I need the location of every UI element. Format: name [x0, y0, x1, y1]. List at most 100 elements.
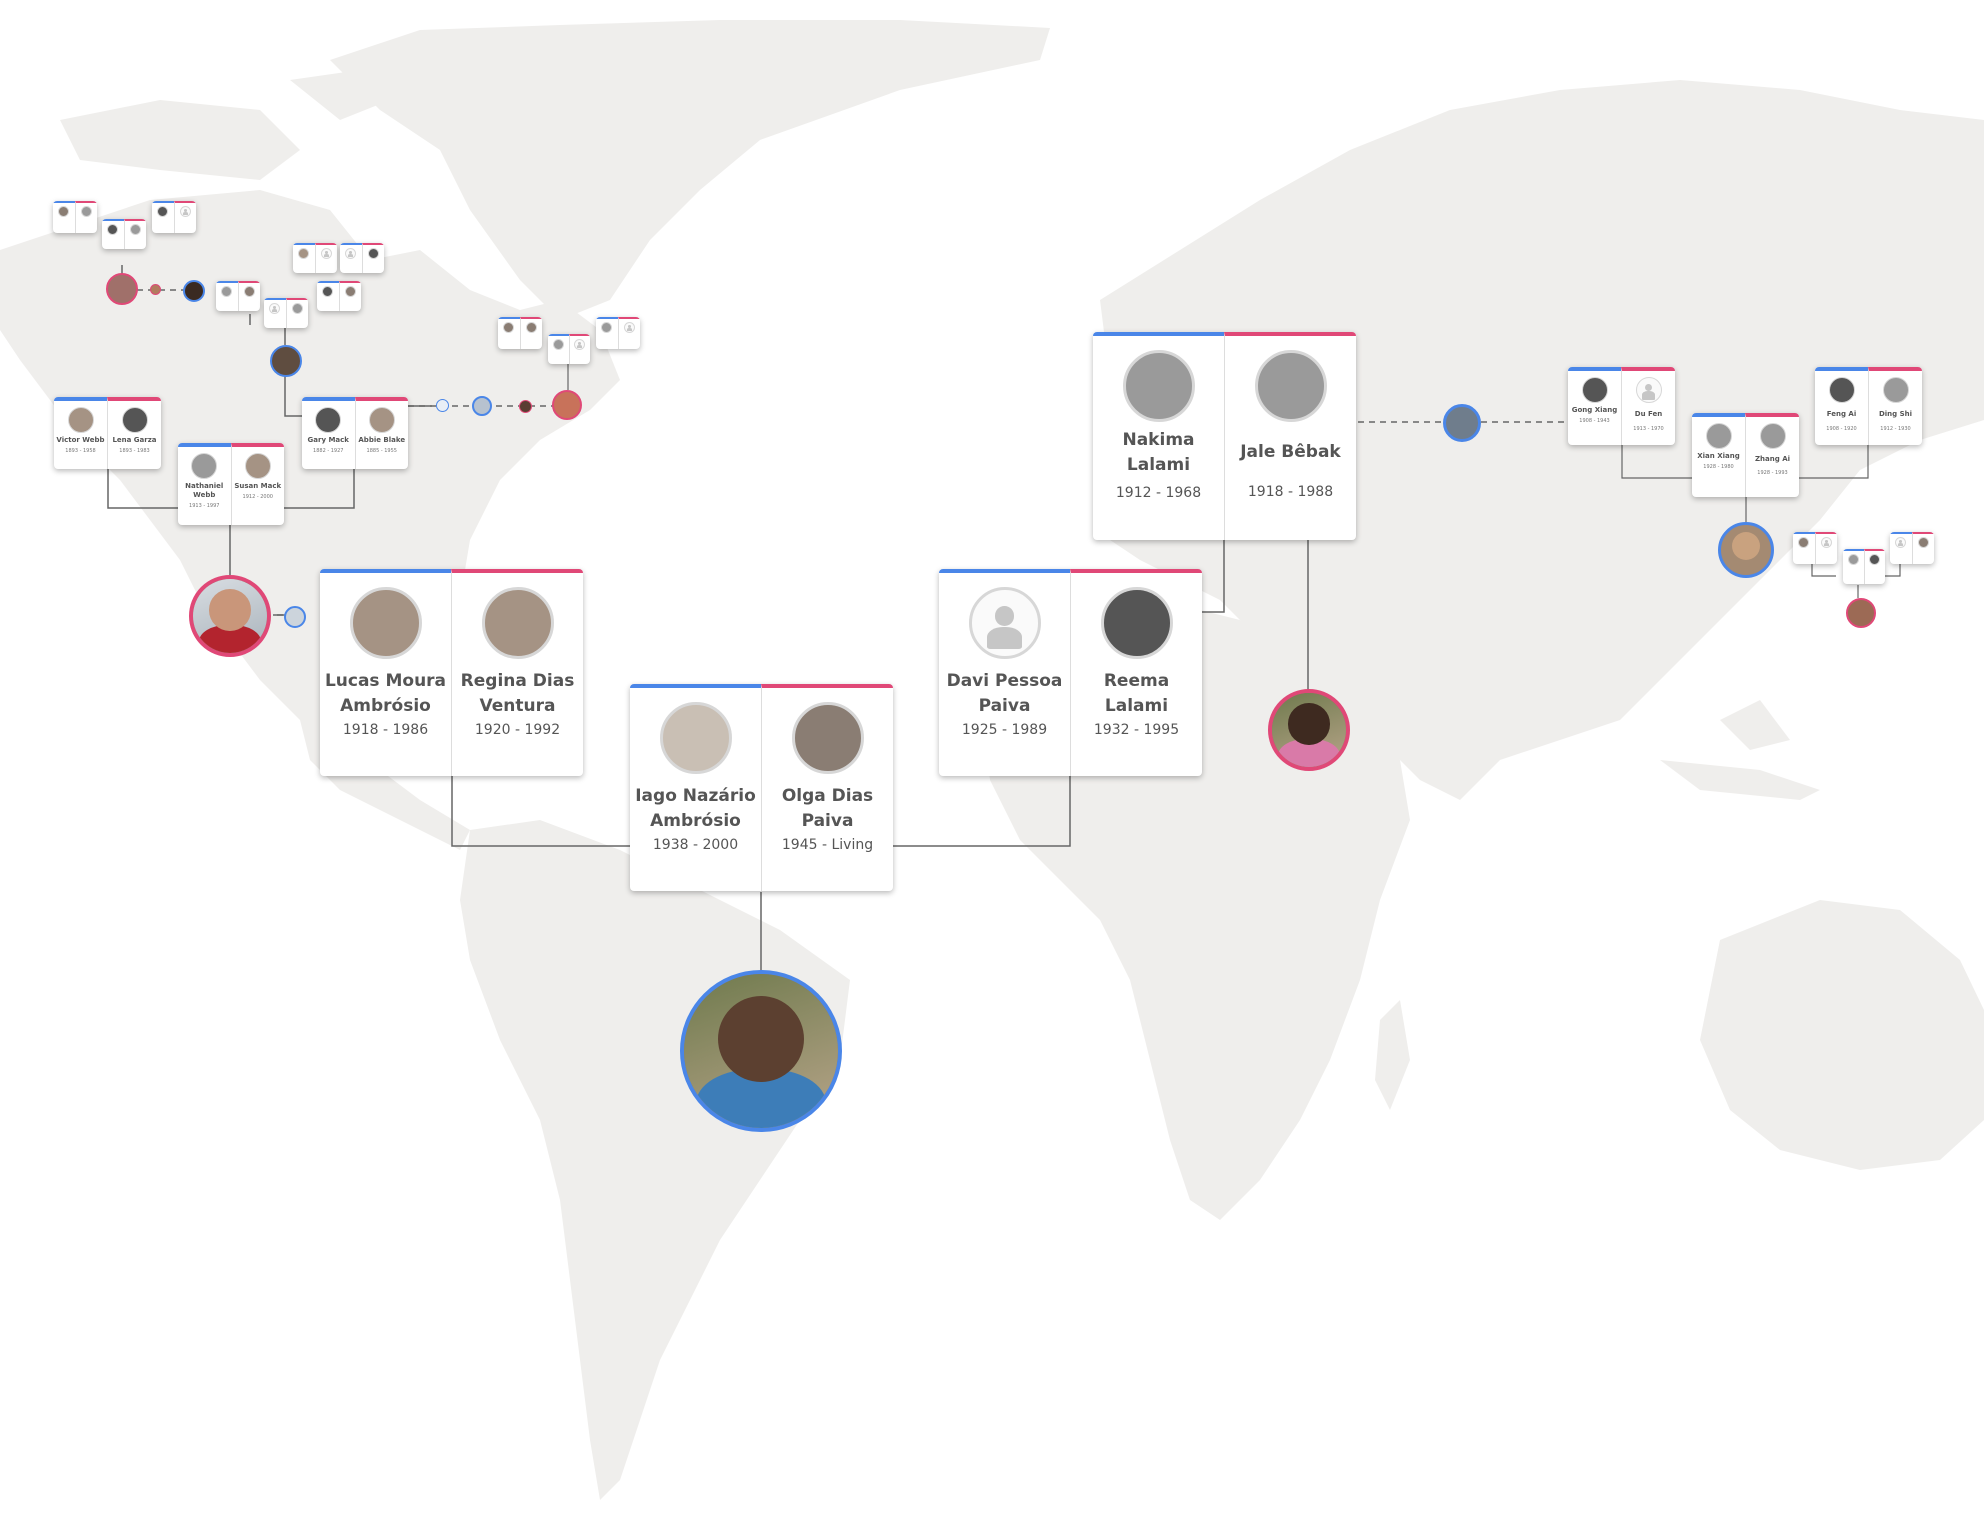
victor-webb-name: Victor Webb [56, 436, 105, 444]
tiny-person-card[interactable] [617, 317, 640, 349]
person-card-paternal-grandmother[interactable]: Regina Dias Ventura 1920 - 1992 [451, 569, 583, 776]
small-relative-avatar[interactable] [270, 345, 302, 377]
person-card-maternal-grandfather[interactable]: Davi Pessoa Paiva 1925 - 1989 [939, 569, 1070, 776]
person-card-mother[interactable]: Olga Dias Paiva 1945 - Living [761, 684, 893, 891]
webb-parents-card[interactable]: Victor Webb 1893 - 1958 Lena Garza 1893 … [54, 397, 161, 469]
small-relative-avatar[interactable] [1443, 404, 1481, 442]
tiny-person-card[interactable] [285, 298, 308, 328]
small-relative-avatar[interactable] [106, 273, 138, 305]
tiny-person-card[interactable] [314, 243, 337, 273]
xiang-parents-card[interactable]: Gong Xiang 1908 - 1943 Du Fen 1913 - 197… [1568, 367, 1675, 445]
tiny-couple-card[interactable] [317, 281, 361, 311]
paternal-grandfather-name: Lucas Moura Ambrósio [324, 671, 447, 716]
tiny-person-card[interactable] [1843, 549, 1864, 584]
relative-avatar-africa[interactable] [1268, 689, 1350, 771]
small-relative-avatar[interactable] [284, 606, 306, 628]
tiny-person-card[interactable] [152, 201, 174, 233]
tiny-couple-card[interactable] [596, 317, 640, 349]
person-card-xian-xiang[interactable]: Xian Xiang 1928 - 1980 [1692, 413, 1745, 497]
tiny-relative-avatar[interactable] [519, 400, 532, 413]
tiny-person-card[interactable] [264, 298, 286, 328]
small-relative-avatar[interactable] [1846, 598, 1876, 628]
person-card-lena-garza[interactable]: Lena Garza 1893 - 1983 [107, 397, 161, 469]
person-card-paternal-grandfather[interactable]: Lucas Moura Ambrósio 1918 - 1986 [320, 569, 451, 776]
person-card-ding-shi[interactable]: Ding Shi 1912 - 1930 [1868, 367, 1922, 445]
tiny-person-card[interactable] [102, 219, 124, 249]
person-card-gary-mack[interactable]: Gary Mack 1882 - 1927 [302, 397, 355, 469]
person-card-nathaniel-webb[interactable]: Nathaniel Webb 1913 - 1997 [178, 443, 231, 525]
tiny-person-card[interactable] [596, 317, 618, 349]
mother-dates: 1945 - Living [781, 837, 874, 853]
tiny-person-card[interactable] [498, 317, 520, 349]
person-card-father[interactable]: Iago Nazário Ambrósio 1938 - 2000 [630, 684, 761, 891]
person-card-maternal-grandmother[interactable]: Reema Lalami 1932 - 1995 [1070, 569, 1202, 776]
root-person-avatar[interactable] [680, 970, 842, 1132]
small-relative-avatar[interactable] [183, 280, 205, 302]
lalami-great-grandparents-card[interactable]: Nakima Lalami 1912 - 1968 Jale Bêbak 191… [1093, 332, 1356, 540]
tiny-photo [1820, 537, 1832, 548]
tiny-person-card[interactable] [1890, 532, 1912, 564]
tiny-person-card[interactable] [317, 281, 339, 311]
tiny-relative-avatar[interactable] [150, 284, 161, 295]
xiang-ai-card[interactable]: Xian Xiang 1928 - 1980 Zhang Ai 1928 - 1… [1692, 413, 1799, 497]
person-card-zhang-ai[interactable]: Zhang Ai 1928 - 1993 [1745, 413, 1799, 497]
tiny-photo [1917, 537, 1929, 548]
tiny-person-card[interactable] [173, 201, 196, 233]
gong-xiang-dates: 1908 - 1943 [1579, 418, 1610, 424]
tiny-person-card[interactable] [74, 201, 97, 233]
tiny-couple-card[interactable] [152, 201, 196, 233]
ding-shi-dates: 1912 - 1930 [1880, 426, 1911, 432]
tiny-person-card[interactable] [1911, 532, 1934, 564]
tiny-person-card[interactable] [519, 317, 542, 349]
small-relative-avatar[interactable] [472, 396, 492, 416]
tiny-couple-card[interactable] [102, 219, 146, 249]
tiny-couple-card[interactable] [340, 243, 384, 273]
parents-couple-card[interactable]: Iago Nazário Ambrósio 1938 - 2000 Olga D… [630, 684, 893, 891]
tiny-couple-card[interactable] [293, 243, 337, 273]
person-card-feng-ai[interactable]: Feng Ai 1908 - 1920 [1815, 367, 1868, 445]
tiny-couple-card[interactable] [498, 317, 542, 349]
person-card-victor-webb[interactable]: Victor Webb 1893 - 1958 [54, 397, 107, 469]
person-card-gong-xiang[interactable]: Gong Xiang 1908 - 1943 [1568, 367, 1621, 445]
tiny-person-card[interactable] [361, 243, 384, 273]
person-card-nakima-lalami[interactable]: Nakima Lalami 1912 - 1968 [1093, 332, 1224, 540]
tiny-photo [601, 322, 613, 333]
tiny-person-card[interactable] [237, 281, 260, 311]
tiny-person-card[interactable] [548, 334, 569, 364]
tiny-couple-card[interactable] [1793, 532, 1837, 564]
relative-avatar-americas[interactable] [189, 575, 271, 657]
mother-photo [791, 702, 864, 774]
tiny-person-card[interactable] [1814, 532, 1837, 564]
tiny-person-card[interactable] [338, 281, 361, 311]
tiny-couple-card[interactable] [548, 334, 590, 364]
tiny-person-card[interactable] [1863, 549, 1885, 584]
tiny-person-card[interactable] [123, 219, 146, 249]
ai-parents-card[interactable]: Feng Ai 1908 - 1920 Ding Shi 1912 - 1930 [1815, 367, 1922, 445]
tiny-photo [1869, 554, 1881, 565]
tiny-person-card[interactable] [340, 243, 362, 273]
tiny-person-card[interactable] [293, 243, 315, 273]
tiny-couple-card[interactable] [1843, 549, 1885, 584]
tiny-relative-avatar[interactable] [436, 399, 449, 412]
tiny-person-card[interactable] [1793, 532, 1815, 564]
tiny-couple-card[interactable] [264, 298, 308, 328]
person-card-jale-bebak[interactable]: Jale Bêbak 1918 - 1988 [1224, 332, 1356, 540]
paternal-grandparents-card[interactable]: Lucas Moura Ambrósio 1918 - 1986 Regina … [320, 569, 583, 776]
photo-face [1288, 703, 1330, 745]
tiny-photo [157, 206, 169, 217]
tiny-person-card[interactable] [216, 281, 238, 311]
tiny-person-card[interactable] [53, 201, 75, 233]
tiny-couple-card[interactable] [1890, 532, 1934, 564]
relative-avatar-asia[interactable] [1718, 522, 1774, 578]
person-card-susan-mack[interactable]: Susan Mack 1912 - 2000 [230, 443, 284, 525]
tiny-couple-card[interactable] [216, 281, 260, 311]
small-relative-avatar[interactable] [552, 390, 582, 420]
webb-mack-card[interactable]: Nathaniel Webb 1913 - 1997 Susan Mack 19… [178, 443, 284, 525]
tiny-couple-card[interactable] [53, 201, 97, 233]
feng-ai-photo [1828, 377, 1855, 403]
tiny-person-card[interactable] [568, 334, 590, 364]
mack-parents-card[interactable]: Gary Mack 1882 - 1927 Abbie Blake 1885 -… [302, 397, 408, 469]
maternal-grandparents-card[interactable]: Davi Pessoa Paiva 1925 - 1989 Reema Lala… [939, 569, 1202, 776]
person-card-abbie-blake[interactable]: Abbie Blake 1885 - 1955 [354, 397, 408, 469]
person-card-du-fen[interactable]: Du Fen 1913 - 1970 [1621, 367, 1675, 445]
